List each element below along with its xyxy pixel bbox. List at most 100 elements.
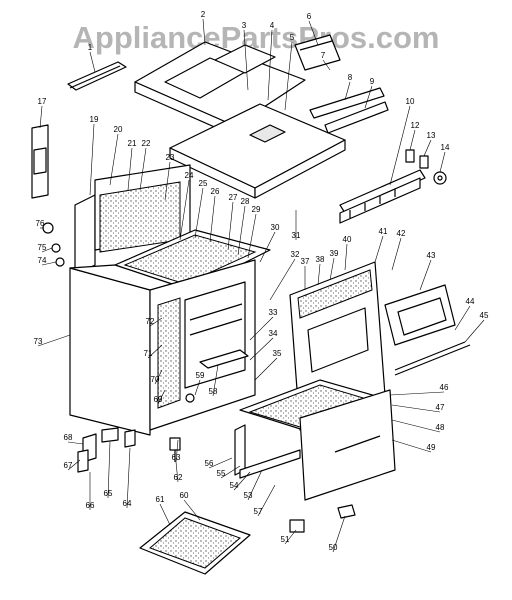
callout-label-35: 35 <box>273 349 282 358</box>
callout-label-29: 29 <box>252 205 261 214</box>
callout-label-45: 45 <box>480 311 489 320</box>
callout-label-31: 31 <box>292 231 301 240</box>
leader-line-50 <box>332 515 346 553</box>
callout-label-75: 75 <box>38 243 47 252</box>
part-60-61-broiler-pan <box>139 511 251 575</box>
callout-label-56: 56 <box>205 459 214 468</box>
callout-label-54: 54 <box>230 481 239 490</box>
leader-line-45 <box>464 319 485 343</box>
leader-line-69 <box>157 389 166 405</box>
callout-label-10: 10 <box>406 97 415 106</box>
leader-line-65 <box>107 441 111 499</box>
part-3-burner-box <box>169 103 346 199</box>
callout-label-61: 61 <box>156 495 165 504</box>
leader-line-38 <box>317 263 321 286</box>
leader-line-2 <box>202 18 206 46</box>
callout-label-25: 25 <box>199 179 208 188</box>
callout-label-1: 1 <box>88 43 93 52</box>
callout-label-64: 64 <box>123 499 132 508</box>
part-6-bracket <box>294 34 341 71</box>
leader-line-53 <box>247 469 263 501</box>
callout-label-58: 58 <box>209 387 218 396</box>
leader-line-72 <box>149 317 163 327</box>
leader-line-4 <box>267 29 273 101</box>
leader-line-63 <box>175 439 179 463</box>
leader-line-55 <box>220 465 241 479</box>
leader-line-6 <box>308 20 319 46</box>
leader-line-47 <box>391 404 441 413</box>
callout-label-39: 39 <box>330 249 339 258</box>
leader-line-21 <box>127 147 133 191</box>
callout-label-2: 2 <box>201 10 206 19</box>
callout-label-17: 17 <box>38 97 47 106</box>
leader-line-7 <box>322 59 331 71</box>
callout-label-68: 68 <box>64 433 73 442</box>
callout-label-53: 53 <box>244 491 253 500</box>
leader-line-58 <box>212 364 219 397</box>
callout-label-65: 65 <box>104 489 113 498</box>
leader-line-25 <box>194 187 204 239</box>
callout-label-28: 28 <box>241 197 250 206</box>
callout-label-37: 37 <box>301 257 310 266</box>
callout-label-71: 71 <box>144 349 153 358</box>
callout-label-24: 24 <box>185 171 194 180</box>
callout-label-12: 12 <box>411 121 420 130</box>
callout-label-21: 21 <box>128 139 137 148</box>
callout-label-13: 13 <box>427 131 436 140</box>
leader-line-44 <box>454 305 471 331</box>
callout-label-73: 73 <box>34 337 43 346</box>
leader-line-71 <box>147 344 163 359</box>
callout-label-5: 5 <box>290 33 295 42</box>
part-70-71-72-inner-liner <box>149 259 256 431</box>
part-17-bracket <box>31 124 49 199</box>
callout-label-67: 67 <box>64 461 73 470</box>
callout-label-32: 32 <box>291 250 300 259</box>
leader-line-23 <box>164 161 171 201</box>
callout-label-23: 23 <box>166 153 175 162</box>
callout-label-49: 49 <box>427 443 436 452</box>
callout-label-4: 4 <box>270 21 275 30</box>
callout-label-22: 22 <box>142 139 151 148</box>
leader-line-27 <box>227 201 234 251</box>
leader-line-14 <box>439 151 446 173</box>
leader-line-13 <box>423 139 432 157</box>
callout-label-59: 59 <box>196 371 205 380</box>
part-43-44-45-window <box>384 284 471 376</box>
callout-label-66: 66 <box>86 501 95 510</box>
leader-line-60 <box>183 499 201 521</box>
callout-label-60: 60 <box>180 491 189 500</box>
callout-label-69: 69 <box>154 395 163 404</box>
callout-label-7: 7 <box>321 51 326 60</box>
leader-line-33 <box>249 316 274 341</box>
leader-line-75 <box>41 247 53 253</box>
callout-label-27: 27 <box>229 193 238 202</box>
leader-line-34 <box>249 337 274 361</box>
callout-label-46: 46 <box>440 383 449 392</box>
leader-line-40 <box>344 243 348 271</box>
callout-label-20: 20 <box>114 125 123 134</box>
leader-line-1 <box>89 51 96 73</box>
leader-line-3 <box>243 29 249 91</box>
part-53-56-drawer-frame <box>234 424 301 479</box>
leader-line-42 <box>391 237 402 271</box>
leader-line-73 <box>37 334 71 347</box>
leader-line-39 <box>329 257 335 281</box>
part-50-51-clips <box>289 504 356 533</box>
callout-label-42: 42 <box>397 229 406 238</box>
leader-line-49 <box>391 439 432 453</box>
leader-line-51 <box>284 529 297 545</box>
leader-line-59 <box>194 379 201 396</box>
callout-label-14: 14 <box>441 143 450 152</box>
callout-label-38: 38 <box>316 255 325 264</box>
leader-line-12 <box>409 129 416 151</box>
callout-label-43: 43 <box>427 251 436 260</box>
part-58-59-element <box>185 349 249 403</box>
leader-line-57 <box>257 484 276 517</box>
callout-label-48: 48 <box>436 423 445 432</box>
leader-line-24 <box>179 179 190 241</box>
callout-label-26: 26 <box>211 187 220 196</box>
leader-line-46 <box>389 391 445 396</box>
callout-label-50: 50 <box>329 543 338 552</box>
